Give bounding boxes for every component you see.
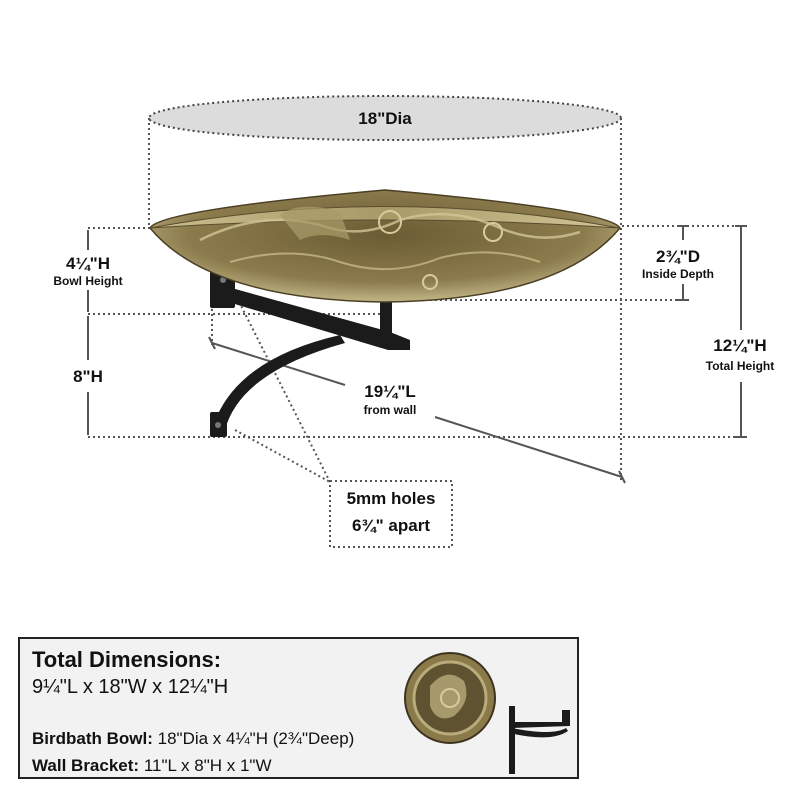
birdbath-bowl: [149, 189, 621, 303]
total-height-dimension: [735, 225, 747, 438]
bracket-side-view-thumbnail: [509, 706, 570, 774]
summary-bowl-value: 18"Dia x 4¼"H (2¾"Deep): [157, 729, 355, 748]
holes-leaders: [211, 283, 331, 483]
inside-depth-dimension: [677, 225, 689, 301]
summary-total-dimensions: 9¼"L x 18"W x 12¼"H: [32, 676, 229, 698]
bracket-height-value: 8"H: [73, 367, 103, 386]
summary-bowl-label: Birdbath Bowl:: [32, 729, 153, 748]
length-value: 19¼"L: [364, 382, 416, 401]
diameter-label: 18"Dia: [358, 109, 412, 128]
wall-bracket: [210, 268, 410, 437]
bowl-top-view-thumbnail: [404, 652, 496, 744]
bowl-height-caption: Bowl Height: [53, 274, 123, 288]
length-caption: from wall: [363, 403, 417, 417]
summary-bowl-row: Birdbath Bowl: 18"Dia x 4¼"H (2¾"Deep): [32, 729, 354, 749]
summary-bracket-label: Wall Bracket:: [32, 756, 140, 775]
summary-product-thumbnails: [404, 652, 570, 774]
holes-line-1: 5mm holes: [346, 489, 436, 508]
total-height-value: 12¼"H: [713, 336, 767, 355]
product-dimension-diagram: [87, 95, 747, 548]
summary-bracket-row: Wall Bracket: 11"L x 8"H x 1"W: [32, 756, 272, 776]
summary-bracket-value: 11"L x 8"H x 1"W: [143, 756, 272, 775]
inside-depth-value: 2¾"D: [656, 247, 700, 266]
holes-line-2: 6¾" apart: [352, 516, 430, 535]
bowl-height-value: 4¼"H: [66, 254, 110, 273]
holes-callout-box: [329, 480, 453, 548]
total-height-caption: Total Height: [705, 359, 775, 373]
inside-depth-caption: Inside Depth: [641, 267, 714, 281]
summary-title: Total Dimensions:: [32, 647, 222, 672]
